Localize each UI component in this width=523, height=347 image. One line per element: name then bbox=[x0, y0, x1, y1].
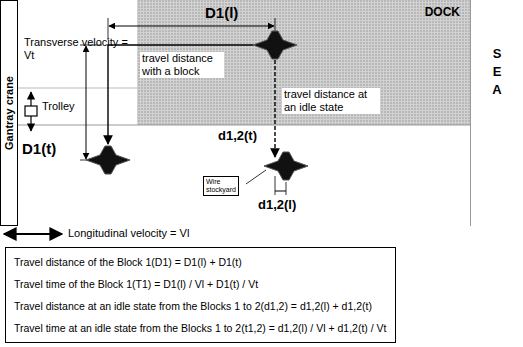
wire-stockyard-box: Wire stockyard bbox=[203, 176, 239, 196]
dimension-label: D1(l) bbox=[205, 4, 238, 22]
node-text: Travel time of the Block 1(T1) = D1(l) /… bbox=[14, 273, 387, 295]
node-text: Travel distance of the Block 1(D1) = D1(… bbox=[14, 251, 387, 273]
node-text: Travel distance at an idle state from th… bbox=[14, 295, 387, 317]
ship-block bbox=[264, 152, 308, 180]
dimension-label: d1,2(t) bbox=[218, 128, 257, 144]
rail-line bbox=[18, 88, 137, 89]
node-text: Travel time at an idle state from the Bl… bbox=[14, 317, 387, 339]
ship-block bbox=[253, 31, 297, 59]
longitudinal-arrow bbox=[4, 233, 62, 235]
dock-ground bbox=[137, 0, 470, 125]
trolley-symbol bbox=[25, 106, 37, 116]
dimension-line bbox=[86, 46, 87, 159]
formula-box: Travel distance of the Block 1(D1) = D1(… bbox=[5, 247, 396, 343]
extension-line bbox=[275, 18, 276, 32]
velocity-label: Transverse velocity = Vt bbox=[24, 36, 128, 62]
wire-line bbox=[246, 170, 266, 184]
node-text: Wire stockyard bbox=[206, 178, 236, 194]
dimension-label: D1(t) bbox=[22, 140, 56, 158]
extension-line bbox=[286, 182, 287, 195]
dimension-line bbox=[275, 191, 286, 192]
dimension-label: d1,2(l) bbox=[258, 197, 296, 213]
idle-path bbox=[274, 60, 275, 157]
velocity-label: Longitudinal velocity = Vl bbox=[68, 227, 189, 240]
path-label: travel distance at an idle state bbox=[282, 88, 380, 114]
node-text: DOCK bbox=[425, 5, 460, 19]
gantry-crane-bar: Gantray crane bbox=[0, 0, 18, 226]
path-label: travel distance with a block bbox=[140, 52, 224, 78]
dimension-line bbox=[109, 26, 274, 27]
part-label: Trolley bbox=[42, 100, 75, 113]
extension-line bbox=[275, 176, 276, 195]
node-text: S E A bbox=[491, 45, 504, 100]
sea-region: S E A bbox=[470, 0, 523, 226]
node-text: Gantray crane bbox=[3, 76, 15, 150]
ship-block bbox=[86, 146, 130, 174]
